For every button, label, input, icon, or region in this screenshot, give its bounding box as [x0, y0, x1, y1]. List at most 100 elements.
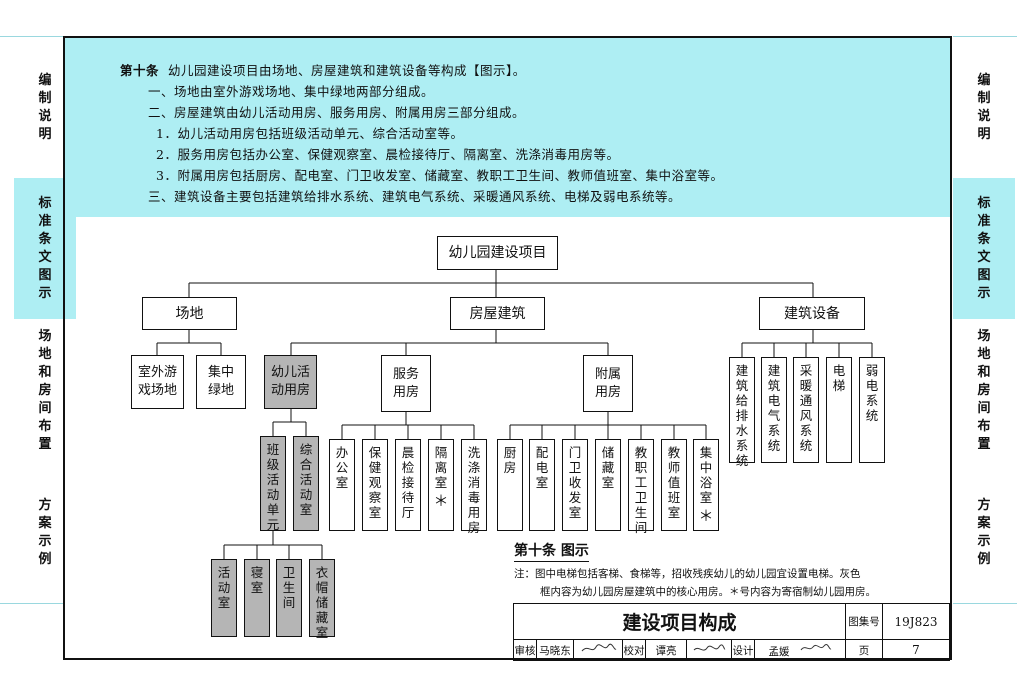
article-lead: 第十条	[120, 63, 160, 78]
node-label: 教师值班室	[667, 445, 681, 520]
node-label: 办公室	[335, 445, 349, 490]
side-tab-right-1[interactable]: 编制说明	[953, 40, 1015, 175]
side-tab-label: 编制说明	[38, 72, 52, 142]
side-tab-label: 方案示例	[38, 498, 52, 567]
node-water-system: 建筑给排水系统	[729, 357, 755, 468]
node-label: 厨房	[503, 445, 517, 475]
node-green-space: 集中绿地	[196, 355, 246, 409]
node-power-room: 配电室	[529, 439, 555, 531]
side-tab-label: 场地和房间布置	[38, 329, 52, 452]
node-label: 采暖通风系统	[799, 363, 813, 453]
node-duty-room: 教师值班室	[661, 439, 687, 531]
article-line: 二、房屋建筑由幼儿活动用房、服务用房、附属用房三部分组成。	[148, 105, 526, 120]
node-morning-check-hall: 晨检接待厅	[395, 439, 421, 531]
node-building: 房屋建筑	[450, 297, 545, 330]
node-label: 集中浴室	[699, 445, 713, 505]
tab-divider	[953, 36, 1017, 37]
design-label: 设计	[731, 639, 755, 661]
side-tab-label: 标准条文图示	[38, 195, 52, 301]
node-label: 弱电系统	[865, 363, 879, 423]
boarding-star-mark: ＊	[433, 492, 449, 510]
article-intro-line: 第十条 幼儿园建设项目由场地、房屋建筑和建筑设备等构成【图示】。	[120, 60, 526, 79]
node-activity-room: 活动室	[211, 559, 237, 637]
tab-divider	[0, 36, 63, 37]
article-line: 2．服务用房包括办公室、保健观察室、晨检接待厅、隔离室、洗涤消毒用房等。	[156, 147, 620, 162]
article-line: 一、场地由室外游戏场地、集中绿地两部分组成。	[148, 84, 435, 99]
design-cell: 孟媛	[754, 639, 846, 661]
node-storage-room: 储藏室	[595, 439, 621, 531]
review-label: 审核	[513, 639, 537, 661]
node-label: 幼儿活动用房	[270, 365, 310, 398]
check-label: 校对	[622, 639, 646, 661]
node-label: 配电室	[535, 445, 549, 490]
design-name: 孟媛	[768, 646, 790, 658]
tab-divider	[0, 603, 63, 604]
side-tab-label: 编制说明	[977, 72, 991, 142]
figure-note-line: 注：图中电梯包括客梯、食梯等，招收残疾幼儿的幼儿园宜设置电梯。灰色	[514, 568, 861, 580]
page-number: 7	[882, 639, 950, 661]
node-label: 教职工卫生间	[634, 445, 648, 535]
node-outdoor-play: 室外游戏场地	[131, 355, 184, 409]
handwritten-signature	[693, 643, 726, 651]
node-disinfection-room: 洗涤消毒用房	[461, 439, 487, 535]
node-staff-toilet: 教职工卫生间	[628, 439, 654, 535]
article-intro: 幼儿园建设项目由场地、房屋建筑和建筑设备等构成【图示】。	[167, 63, 526, 78]
node-health-room: 保健观察室	[362, 439, 388, 531]
node-label: 晨检接待厅	[401, 445, 415, 520]
node-elevator: 电梯	[826, 357, 852, 463]
article-line: 3．附属用房包括厨房、配电室、门卫收发室、储藏室、教职工卫生间、教师值班室、集中…	[156, 168, 724, 183]
node-label: 电梯	[832, 363, 846, 393]
side-tab-left-3[interactable]: 场地和房间布置	[14, 322, 76, 460]
drawing-title: 建设项目构成	[513, 603, 846, 640]
node-guard-room: 门卫收发室	[562, 439, 588, 531]
atlas-label: 图集号	[845, 603, 883, 640]
node-cloakroom: 衣帽储藏室	[309, 559, 335, 640]
side-tab-right-4[interactable]: 方案示例	[953, 463, 1015, 603]
figure-note-line: 框内容为幼儿园房屋建筑中的核心用房。＊号内容为寄宿制幼儿园用房。	[540, 586, 876, 598]
node-equipment: 建筑设备	[759, 297, 865, 330]
node-electrical-system: 建筑电气系统	[761, 357, 787, 463]
side-tab-right-2[interactable]: 标准条文图示	[953, 178, 1015, 319]
boarding-star-mark: ＊	[698, 507, 714, 525]
handwritten-signature	[581, 643, 617, 651]
node-bathroom: 集中浴室 ＊	[693, 439, 719, 531]
node-multipurpose-room: 综合活动室	[293, 436, 319, 531]
review-name: 马晓东	[536, 639, 574, 661]
node-label: 附属用房	[594, 366, 621, 400]
title-block: 建设项目构成 图集号 19J823 审核 马晓东 校对 谭亮 设计 孟媛 页 7	[513, 603, 950, 661]
node-weak-current-system: 弱电系统	[859, 357, 885, 463]
side-tab-right-3[interactable]: 场地和房间布置	[953, 322, 1015, 460]
node-activity-rooms: 幼儿活动用房	[264, 355, 317, 409]
node-root: 幼儿园建设项目	[437, 236, 558, 270]
node-auxiliary-rooms: 附属用房	[583, 355, 633, 412]
node-label: 服务用房	[392, 366, 419, 400]
figure-caption-title: 第十条 图示	[514, 540, 589, 562]
node-label: 保健观察室	[368, 445, 382, 520]
tab-divider	[953, 603, 1017, 604]
article-line: 三、建筑设备主要包括建筑给排水系统、建筑电气系统、采暖通风系统、电梯及弱电系统等…	[148, 189, 682, 204]
side-tab-left-4[interactable]: 方案示例	[14, 463, 76, 603]
side-tab-label: 标准条文图示	[977, 195, 991, 301]
node-label: 洗涤消毒用房	[467, 445, 481, 535]
node-class-unit: 班级活动单元	[260, 436, 286, 532]
node-label: 集中绿地	[207, 365, 234, 398]
node-label: 储藏室	[601, 445, 615, 490]
drawing-frame	[63, 36, 952, 660]
node-isolation-room: 隔离室 ＊	[428, 439, 454, 531]
node-label: 寝室	[250, 565, 264, 595]
node-label: 衣帽储藏室	[315, 565, 329, 640]
node-kitchen: 厨房	[497, 439, 523, 531]
node-service-rooms: 服务用房	[381, 355, 431, 412]
node-label: 班级活动单元	[266, 442, 280, 532]
node-label: 综合活动室	[299, 442, 313, 517]
side-tab-label: 场地和房间布置	[977, 329, 991, 452]
page-label: 页	[845, 639, 883, 661]
node-bedroom: 寝室	[244, 559, 270, 637]
node-toilet: 卫生间	[276, 559, 302, 637]
check-name: 谭亮	[645, 639, 687, 661]
side-tab-left-1[interactable]: 编制说明	[14, 40, 76, 175]
side-tab-label: 方案示例	[977, 498, 991, 567]
node-label: 隔离室	[434, 445, 448, 490]
node-office: 办公室	[329, 439, 355, 531]
